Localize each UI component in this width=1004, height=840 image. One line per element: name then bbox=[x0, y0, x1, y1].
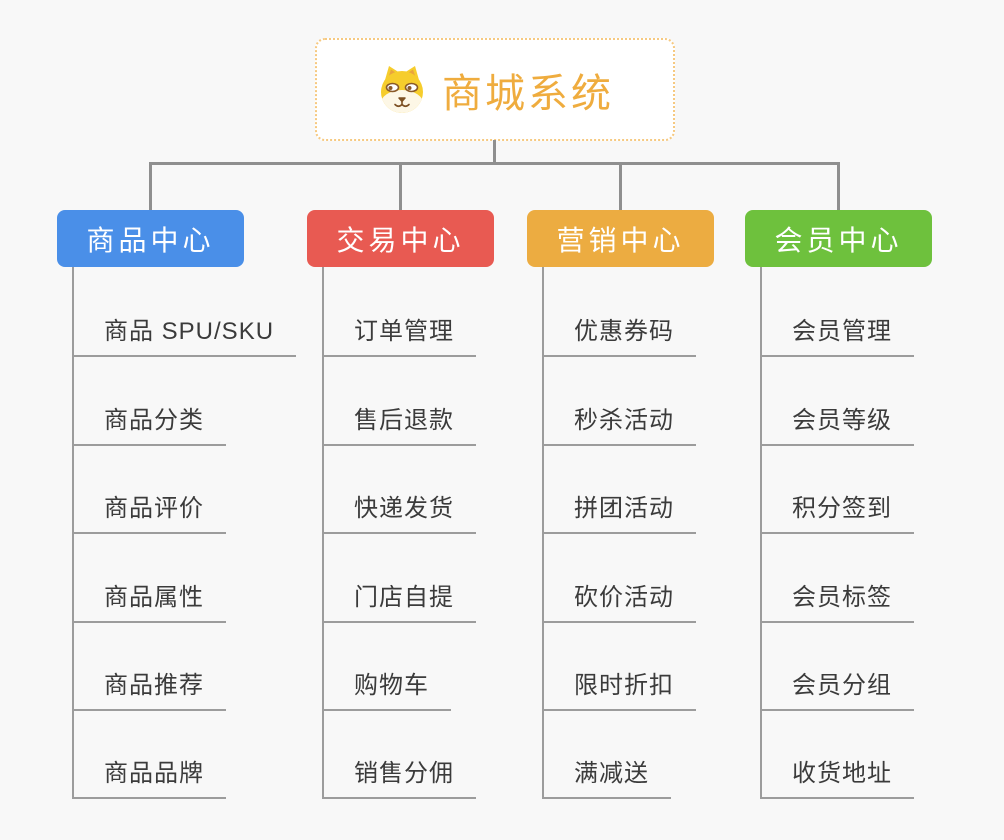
leaf-node[interactable]: 限时折扣 bbox=[542, 671, 696, 711]
branch-label: 营销中心 bbox=[556, 224, 685, 256]
drop-line-4 bbox=[837, 163, 840, 210]
leaf-node[interactable]: 商品评价 bbox=[72, 494, 226, 534]
drop-line-1 bbox=[149, 163, 152, 210]
leaf-node[interactable]: 会员管理 bbox=[760, 317, 914, 357]
leaf-node[interactable]: 商品分类 bbox=[72, 406, 226, 446]
branch-bus-line bbox=[149, 162, 840, 165]
leaf-node[interactable]: 商品品牌 bbox=[72, 759, 226, 799]
leaf-node[interactable]: 拼团活动 bbox=[542, 494, 696, 534]
leaf-node[interactable]: 订单管理 bbox=[322, 317, 476, 357]
leaf-node[interactable]: 砍价活动 bbox=[542, 583, 696, 623]
leaf-node[interactable]: 会员分组 bbox=[760, 671, 914, 711]
leaf-node[interactable]: 满减送 bbox=[542, 759, 671, 799]
leaf-node[interactable]: 售后退款 bbox=[322, 406, 476, 446]
shiba-dog-icon bbox=[376, 64, 428, 116]
leaf-node[interactable]: 会员等级 bbox=[760, 406, 914, 446]
branch-node-member-center[interactable]: 会员中心 bbox=[745, 210, 932, 267]
leaf-node[interactable]: 门店自提 bbox=[322, 583, 476, 623]
leaf-node[interactable]: 商品推荐 bbox=[72, 671, 226, 711]
branch-label: 交易中心 bbox=[336, 224, 465, 256]
leaf-node[interactable]: 商品属性 bbox=[72, 583, 226, 623]
root-node-mall-system[interactable]: 商城系统 bbox=[315, 38, 675, 141]
branch-label: 会员中心 bbox=[774, 224, 903, 256]
leaf-node[interactable]: 商品 SPU/SKU bbox=[72, 317, 297, 357]
leaf-node[interactable]: 销售分佣 bbox=[322, 759, 476, 799]
leaf-node[interactable]: 收货地址 bbox=[760, 759, 914, 799]
leaf-node[interactable]: 秒杀活动 bbox=[542, 406, 696, 446]
drop-line-2 bbox=[399, 163, 402, 210]
leaf-node[interactable]: 会员标签 bbox=[760, 583, 914, 623]
branch-label: 商品中心 bbox=[86, 224, 215, 256]
leaf-node[interactable]: 快递发货 bbox=[322, 494, 476, 534]
branch-node-trade-center[interactable]: 交易中心 bbox=[307, 210, 494, 267]
branch-node-product-center[interactable]: 商品中心 bbox=[57, 210, 244, 267]
drop-line-3 bbox=[619, 163, 622, 210]
leaf-node[interactable]: 积分签到 bbox=[760, 494, 914, 534]
leaf-node[interactable]: 优惠券码 bbox=[542, 317, 696, 357]
root-stem-line bbox=[493, 140, 496, 163]
leaf-node[interactable]: 购物车 bbox=[322, 671, 451, 711]
branch-node-marketing-center[interactable]: 营销中心 bbox=[527, 210, 714, 267]
root-title: 商城系统 bbox=[442, 71, 614, 116]
